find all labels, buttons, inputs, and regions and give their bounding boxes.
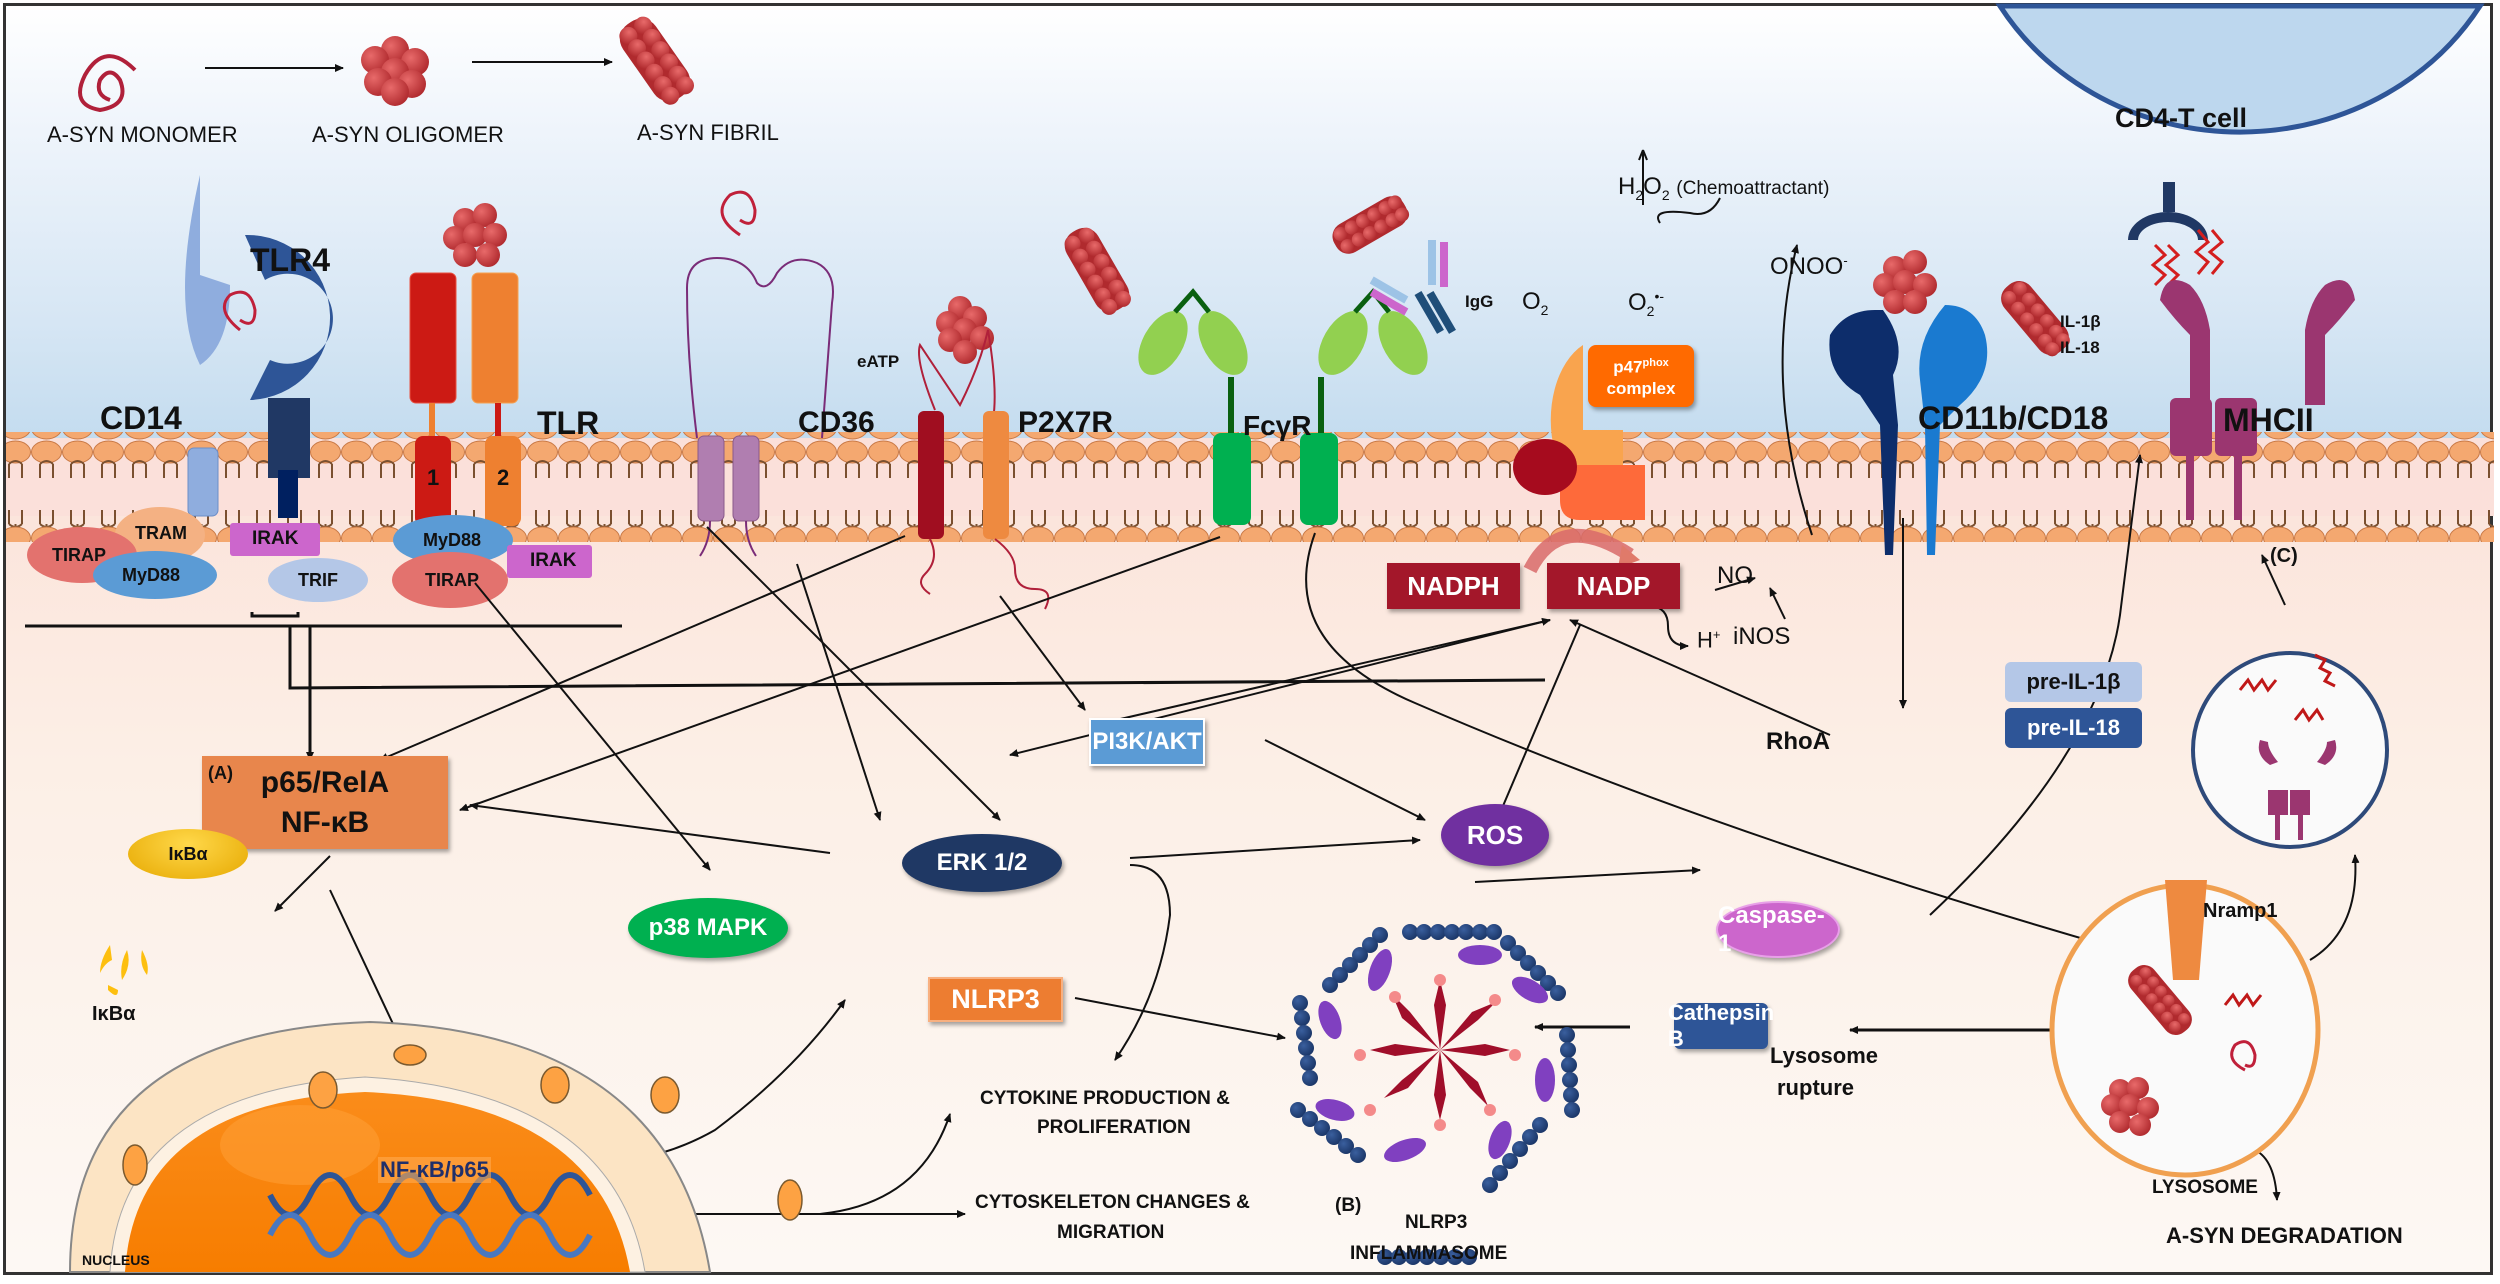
nlrp3-box: NLRP3: [928, 977, 1063, 1022]
tcr-icon: [2128, 212, 2208, 240]
cd14-receptor: [185, 175, 230, 517]
h2o2-label: H2O2 (Chemoattractant): [1618, 173, 1830, 203]
tirap-label-2: TIRAP: [425, 570, 479, 590]
monomer-label: A-SYN MONOMER: [47, 122, 238, 147]
nramp1-label: Nramp1: [2203, 900, 2278, 922]
ros-oval: ROS: [1441, 804, 1549, 866]
tlr1-label: 1: [427, 465, 440, 490]
tlr4-label: TLR4: [250, 242, 330, 278]
mhcii-endosome: [2191, 651, 2389, 849]
irak-label-2: IRAK: [530, 550, 577, 571]
nramp1-icon: [2165, 880, 2207, 980]
a-section-label: (A): [208, 763, 233, 783]
peroxynitrite-label: ONOO-: [1770, 253, 1848, 280]
cytokine-production-label-1: CYTOKINE PRODUCTION &: [980, 1088, 1230, 1109]
tlr2-label: 2: [497, 465, 510, 490]
fcgr-receptor: [1064, 195, 1456, 525]
igg-label: IgG: [1465, 292, 1494, 311]
asc-chain-icon: [1290, 924, 1580, 1265]
p2x7r-receptor: [918, 296, 1050, 610]
fibril-label: A-SYN FIBRIL: [637, 120, 779, 145]
inflammasome-label-1: NLRP3: [1405, 1212, 1468, 1233]
p2x7r-label: P2X7R: [1018, 406, 1114, 439]
tlr-label: TLR: [537, 405, 600, 441]
nucleus-label: NUCLEUS: [82, 1252, 150, 1268]
nadph-box: NADPH: [1387, 563, 1520, 609]
no-label: NO: [1717, 562, 1753, 589]
nadph-oxidase: [1513, 345, 1645, 574]
cd11b-cd18-receptor: [1829, 250, 2070, 555]
nadp-box: NADP: [1547, 563, 1680, 609]
myd88-label-2: MyD88: [423, 530, 482, 550]
tram-label: TRAM: [135, 523, 187, 543]
cathepsin-b-box: Cathepsin B: [1667, 1000, 1775, 1051]
ikba-bound-oval: IκBα: [128, 829, 248, 879]
lysosome-rupture-label-1: Lysosome: [1770, 1043, 1879, 1068]
pre-il18-box: pre-IL-18: [2005, 708, 2142, 748]
pathway-arrows: [25, 149, 2360, 1218]
mhcii-receptor: [2160, 229, 2355, 520]
inos-label: iNOS: [1733, 623, 1791, 650]
il18-label: IL-18: [2060, 338, 2100, 357]
tlr-dimer: [409, 203, 521, 526]
nlrp3-core-icon: [1370, 980, 1510, 1120]
cytokine-production-label-2: PROLIFERATION: [1037, 1117, 1191, 1138]
ikba-degraded-icon: [100, 945, 148, 995]
cd36-label: CD36: [798, 406, 875, 439]
oligomer-label: A-SYN OLIGOMER: [312, 122, 504, 147]
inflammasome-label-2: INFLAMMASOME: [1350, 1243, 1508, 1264]
lysosome-rupture-label-2: rupture: [1777, 1075, 1854, 1100]
tlr-adaptor-complex: [392, 515, 592, 608]
irak-label-1: IRAK: [252, 528, 299, 549]
peptide-icon: [2150, 243, 2181, 287]
cd4-tcell-label: CD4-T cell: [2115, 103, 2248, 133]
caspase-1-oval: Caspase-1: [1716, 901, 1840, 958]
tirap-label-1: TIRAP: [52, 545, 106, 565]
tlr4-adaptor-complex: [27, 507, 368, 602]
cd11b-cd18-label: CD11b/CD18: [1918, 400, 2109, 436]
asyn-degradation-label: A-SYN DEGRADATION: [2166, 1223, 2403, 1248]
lysosome-label: LYSOSOME: [2152, 1177, 2258, 1198]
cd36-receptor: [685, 190, 834, 557]
pi3k-akt-box: PI3K/AKT: [1089, 718, 1205, 766]
o2-label: O2: [1522, 288, 1549, 318]
nucleus: [68, 1020, 803, 1273]
mhcii-label: MHCII: [2223, 402, 2314, 438]
oligomer-icon: [361, 36, 429, 106]
rhoa-label: RhoA: [1766, 728, 1830, 755]
proton-label: H+: [1697, 627, 1721, 653]
fibril-icon: [619, 16, 694, 105]
cytoskeleton-label-1: CYTOSKELETON CHANGES &: [975, 1192, 1250, 1213]
dna-helix-icon: [267, 1172, 593, 1258]
ikba-free-label: IκBα: [92, 1003, 136, 1025]
igg-icon: [1369, 240, 1456, 334]
nlrp3-inflammasome: [1290, 924, 1580, 1265]
cd14-label: CD14: [100, 400, 182, 436]
cd4-t-cell: [1995, 3, 2485, 287]
nfkb-p65-nuclear-label: NF-κB/p65: [378, 1157, 491, 1183]
pre-il1b-box: pre-IL-1β: [2005, 662, 2142, 702]
cytoskeleton-label-2: MIGRATION: [1057, 1222, 1165, 1243]
b-section-label: (B): [1335, 1195, 1362, 1216]
c-section-label: (C): [2270, 545, 2298, 567]
p47phox-complex-box: p47phox complex: [1588, 345, 1694, 407]
monomer-icon: [78, 54, 137, 113]
superoxide-label: O2•-: [1628, 288, 1665, 319]
tlr4-receptor: [222, 234, 333, 518]
erk-oval: ERK 1/2: [902, 834, 1062, 892]
trif-label: TRIF: [298, 570, 338, 590]
caspase-domain-icon: [1315, 945, 1555, 1163]
il1b-label: IL-1β: [2060, 312, 2101, 331]
p38-mapk-oval: p38 MAPK: [628, 898, 788, 958]
eatp-label: eATP: [857, 352, 900, 371]
myd88-label-1: MyD88: [122, 565, 181, 585]
lysosome: [2049, 880, 2321, 1178]
fcgr-label: FcγR: [1243, 410, 1312, 441]
